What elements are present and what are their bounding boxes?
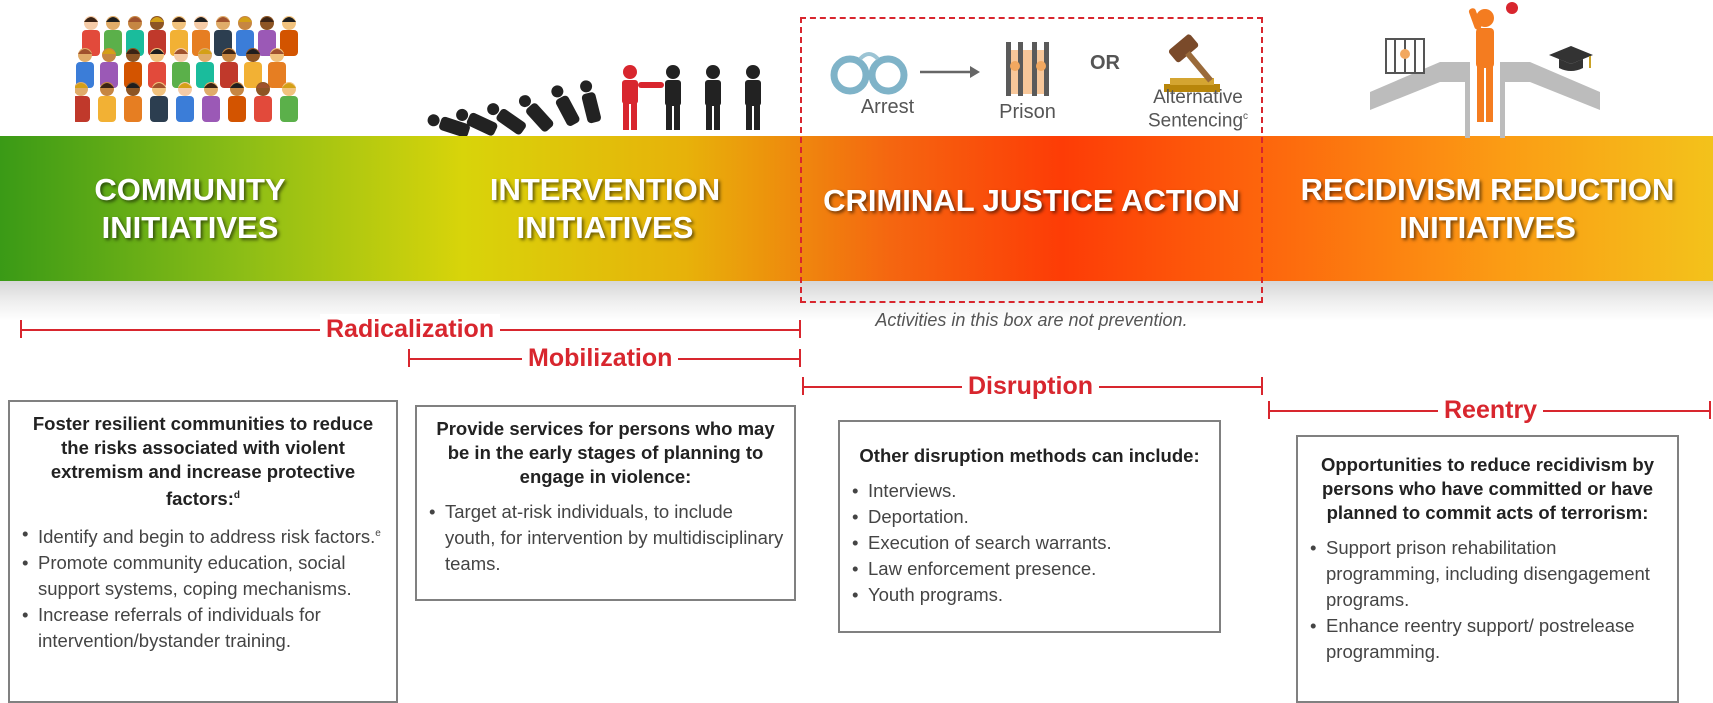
- list-item: Target at-risk individuals, to include y…: [427, 499, 784, 577]
- list-item: Increase referrals of individuals for in…: [20, 602, 386, 654]
- falling-dominoes-figures: [425, 58, 775, 138]
- community-list: Identify and begin to address risk facto…: [20, 521, 386, 654]
- stage-title-intervention: INTERVENTION INITIATIVES: [489, 172, 721, 245]
- community-box: Foster resilient communities to reduce t…: [8, 400, 398, 703]
- list-item: Support prison rehabilitation programmin…: [1308, 535, 1667, 613]
- gavel-icon: [1160, 28, 1230, 98]
- stage-title-recidivism: RECIDIVISM REDUCTION INITIATIVES: [1300, 172, 1675, 245]
- reentry-list: Support prison rehabilitation programmin…: [1308, 535, 1667, 665]
- list-item: Interviews.: [850, 478, 1209, 504]
- list-item: Law enforcement presence.: [850, 556, 1209, 582]
- prison-bars-icon: [998, 40, 1058, 96]
- or-label: OR: [1090, 52, 1120, 74]
- disruption-label: Disruption: [962, 371, 1099, 401]
- reentry-label: Reentry: [1438, 395, 1544, 425]
- not-prevention-box: [800, 17, 1263, 303]
- list-item: Youth programs.: [850, 582, 1209, 608]
- list-item: Deportation.: [850, 504, 1209, 530]
- disruption-box: Other disruption methods can include: In…: [838, 420, 1221, 633]
- mobilization-label: Mobilization: [522, 343, 679, 373]
- reentry-box: Opportunities to reduce recidivism by pe…: [1296, 435, 1679, 703]
- not-prevention-note: Activities in this box are not preventio…: [875, 310, 1188, 330]
- arrest-label: Arrest: [860, 96, 915, 118]
- list-item: Promote community education, social supp…: [20, 550, 386, 602]
- right-arrow-icon: [920, 62, 980, 82]
- list-item: Enhance reentry support/ postrelease pro…: [1308, 613, 1667, 665]
- handcuffs-icon: [830, 45, 910, 95]
- graduation-cap-icon: [1548, 44, 1594, 74]
- prison-label: Prison: [999, 101, 1056, 123]
- intervention-box: Provide services for persons who may be …: [415, 405, 796, 601]
- alternative-sentencing-label: Alternative Sentencingc: [1147, 87, 1249, 132]
- crossroads-figure: [1370, 0, 1600, 138]
- community-box-heading: Foster resilient communities to reduce t…: [32, 413, 374, 510]
- radicalization-label: Radicalization: [320, 314, 501, 344]
- disruption-box-heading: Other disruption methods can include:: [859, 445, 1200, 466]
- jail-window-icon: [1385, 38, 1425, 74]
- intervention-box-heading: Provide services for persons who may be …: [436, 418, 775, 487]
- intervention-list: Target at-risk individuals, to include y…: [427, 499, 784, 577]
- stage-gradient-band: [0, 136, 1713, 281]
- list-item: Identify and begin to address risk facto…: [20, 521, 386, 550]
- crowd-illustration: [72, 8, 305, 148]
- list-item: Execution of search warrants.: [850, 530, 1209, 556]
- reentry-box-heading: Opportunities to reduce recidivism by pe…: [1320, 454, 1655, 523]
- disruption-list: Interviews. Deportation. Execution of se…: [850, 478, 1209, 608]
- stage-title-criminal-justice: CRIMINAL JUSTICE ACTION: [823, 183, 1240, 218]
- stage-title-community: COMMUNITY INITIATIVES: [94, 172, 286, 245]
